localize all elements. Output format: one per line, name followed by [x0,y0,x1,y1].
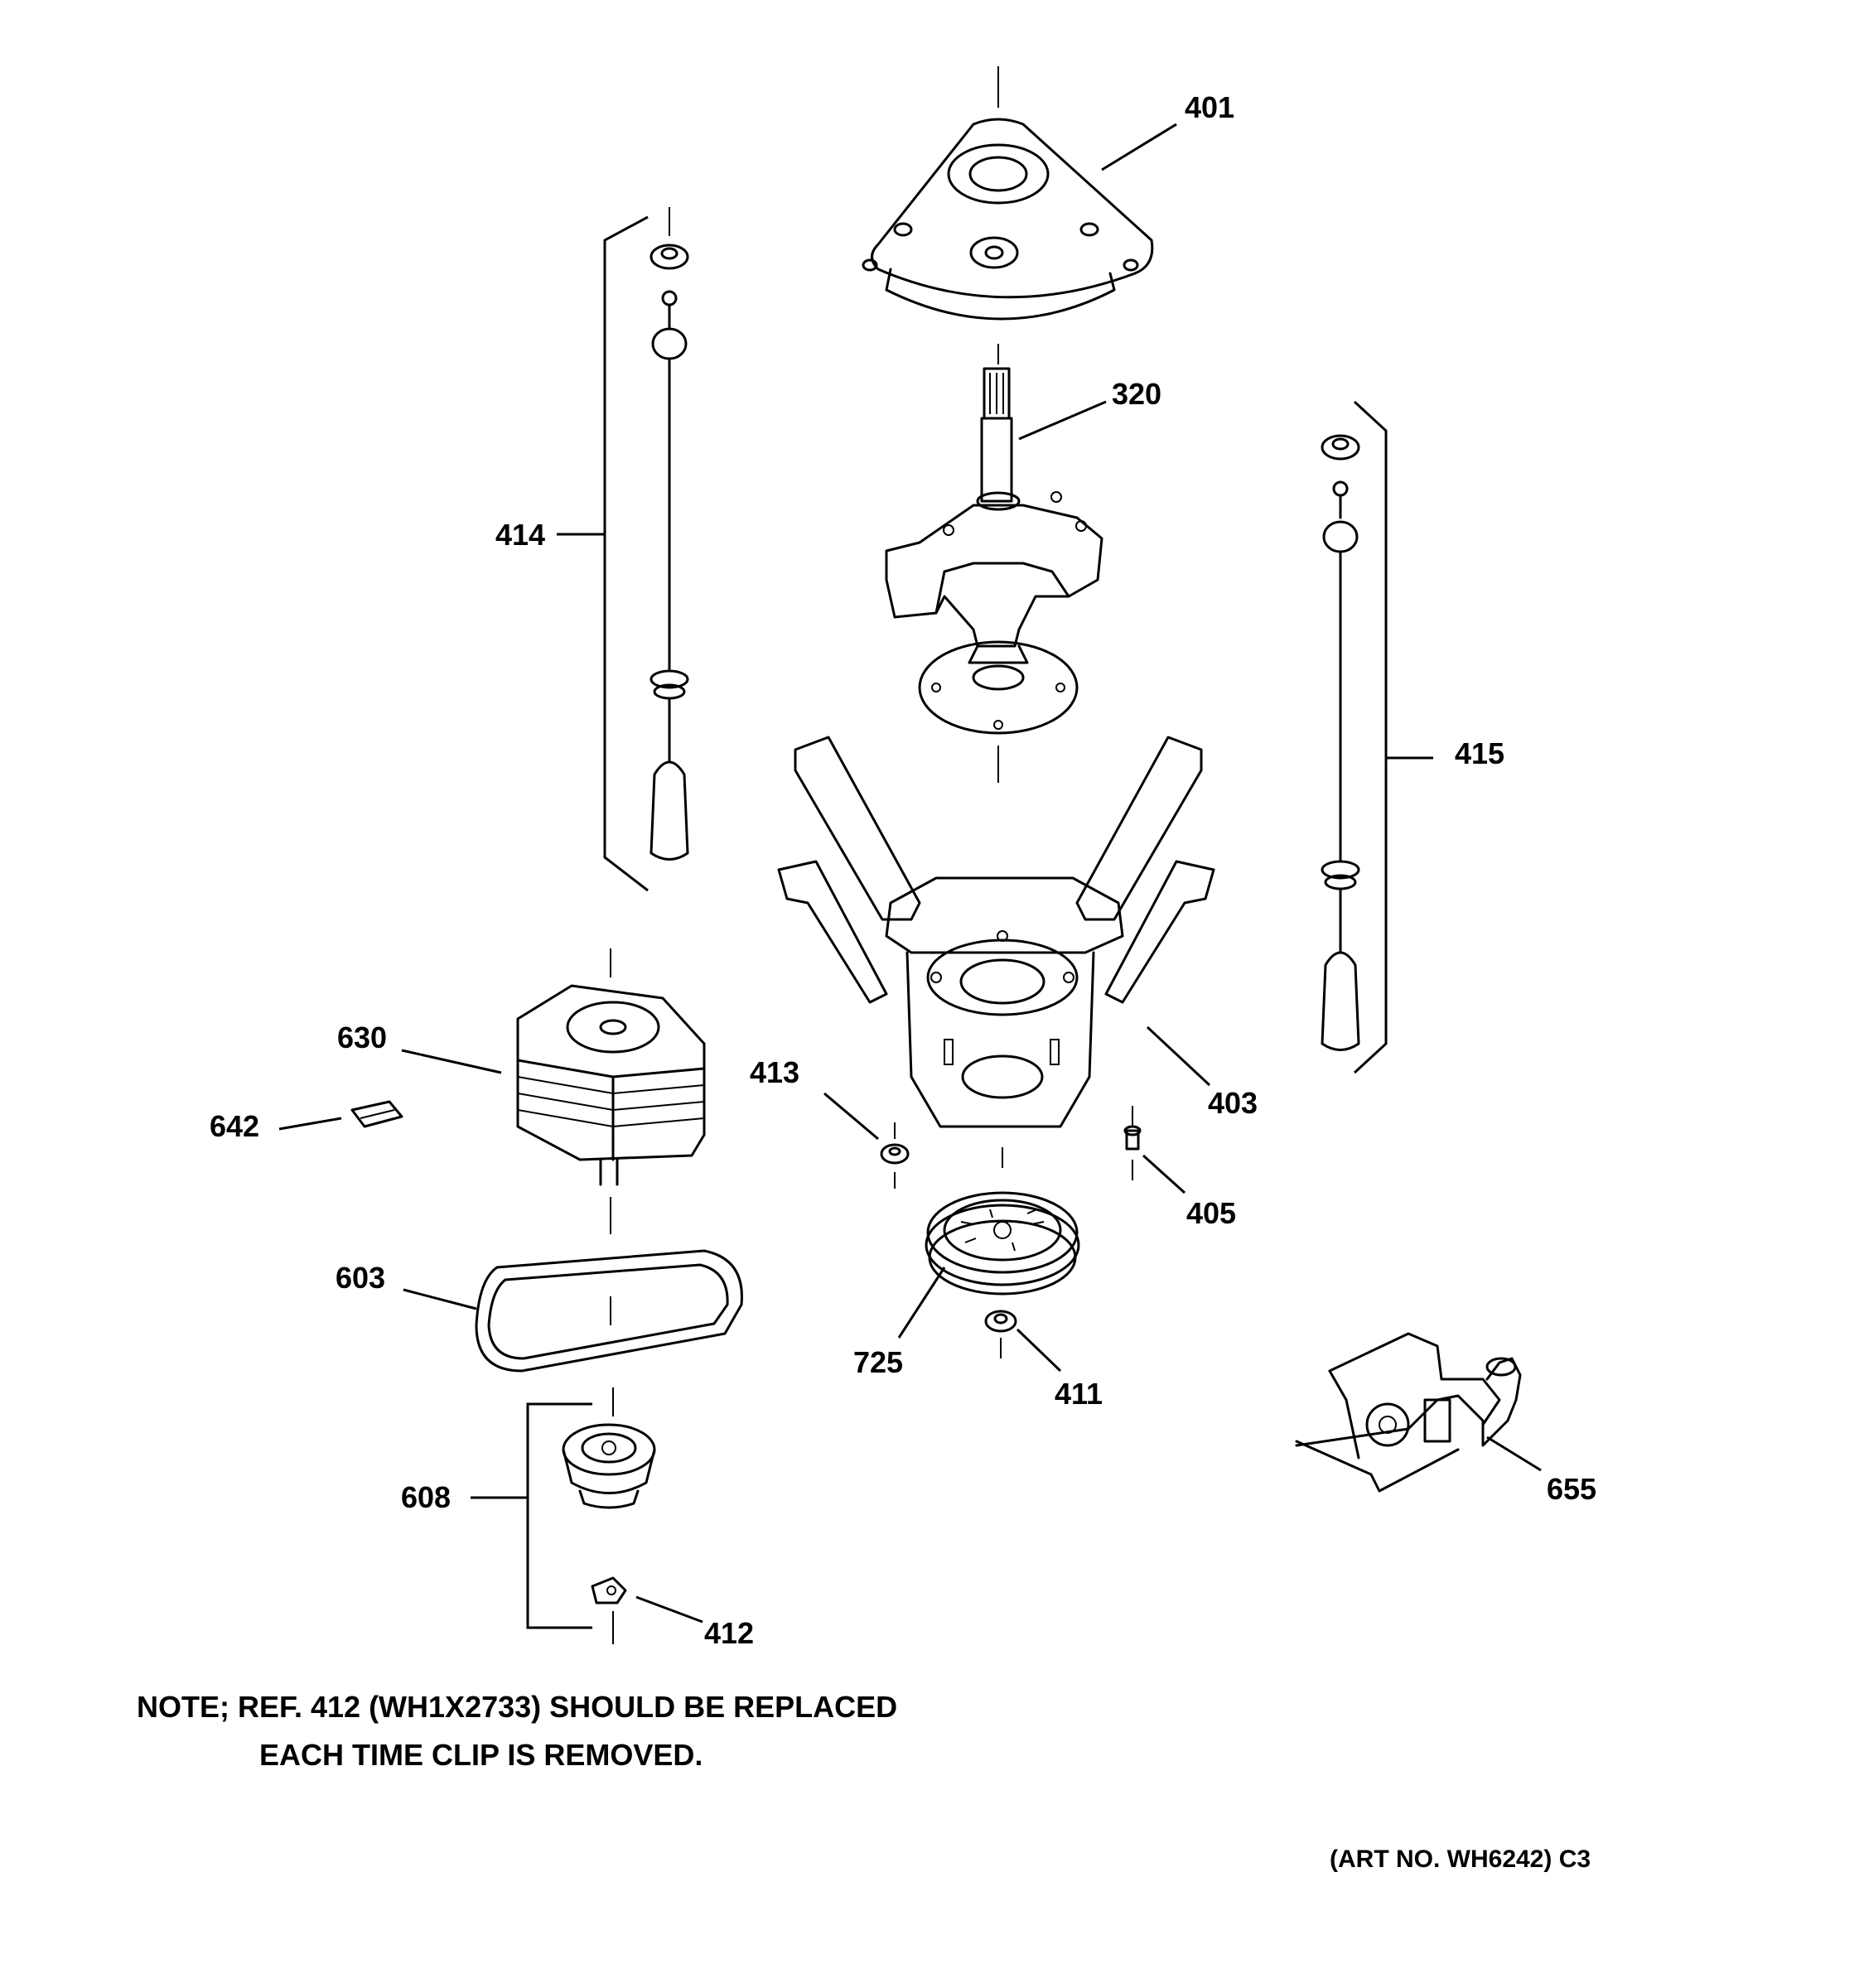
part-320-transmission: 320 [885,367,1161,783]
part-403-mounting-bracket: 403 [777,736,1258,1168]
part-655-pump: 655 [1295,1332,1596,1506]
callout-603: 603 [336,1261,385,1295]
part-414-suspension-rod: 414 [495,207,689,892]
callout-608: 608 [401,1480,451,1514]
callout-414: 414 [495,518,545,552]
part-415-suspension-rod: 415 [1321,400,1504,1074]
callout-412: 412 [704,1616,754,1650]
part-642-clip: 642 [210,1100,403,1143]
callout-413: 413 [750,1055,799,1089]
callout-405: 405 [1186,1196,1236,1230]
part-401-drive-cover: 401 [862,66,1234,364]
callout-401: 401 [1185,90,1234,124]
part-630-motor: 630 [337,948,706,1234]
callout-725: 725 [853,1345,903,1379]
part-608-motor-pulley: 608 [401,1387,656,1629]
replacement-note-line-2: EACH TIME CLIP IS REMOVED. [259,1738,703,1772]
callout-411: 411 [1055,1377,1103,1411]
part-603-belt: 603 [336,1249,743,1373]
callout-415: 415 [1455,736,1504,770]
part-725-pulley: 725 [853,1191,1080,1379]
callout-655: 655 [1547,1472,1596,1506]
part-413-nut: 413 [750,1055,910,1189]
callout-403: 403 [1208,1086,1258,1120]
part-412-clip: 412 [591,1576,754,1650]
replacement-note-line-1: NOTE; REF. 412 (WH1X2733) SHOULD BE REPL… [137,1690,898,1724]
part-405-screw: 405 [1123,1106,1236,1230]
callout-320: 320 [1112,377,1161,411]
callout-642: 642 [210,1109,259,1143]
part-411-nut: 411 [984,1310,1103,1411]
art-number: (ART NO. WH6242) C3 [1330,1846,1591,1873]
callout-630: 630 [337,1021,387,1054]
